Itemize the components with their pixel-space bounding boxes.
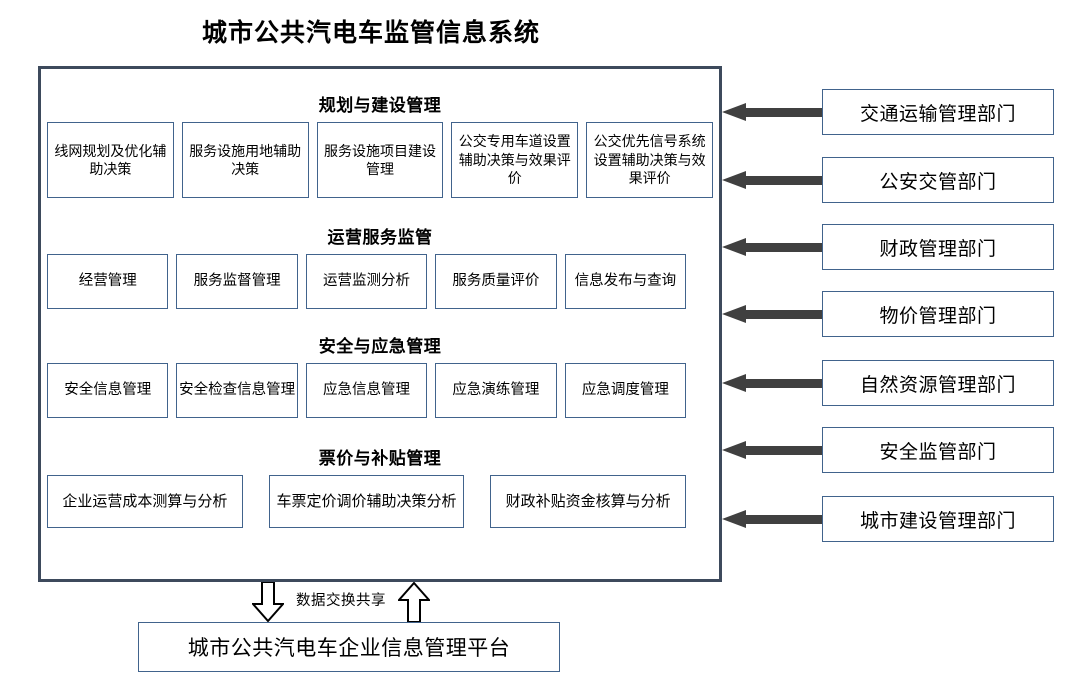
up-block-arrow-icon: [396, 581, 432, 623]
module-row: 线网规划及优化辅助决策 服务设施用地辅助决策 服务设施项目建设管理 公交专用车道…: [41, 122, 719, 198]
section-title: 规划与建设管理: [318, 96, 442, 115]
department-box[interactable]: 财政管理部门: [822, 224, 1054, 270]
arrow-shaft: [744, 176, 822, 185]
arrow-head: [722, 103, 746, 121]
left-arrow-icon: [722, 103, 822, 121]
down-block-arrow-icon: [250, 581, 286, 623]
module-box[interactable]: 应急演练管理: [435, 363, 557, 418]
section-title: 运营服务监管: [327, 228, 433, 247]
department-box[interactable]: 公安交管部门: [822, 157, 1054, 203]
module-box[interactable]: 企业运营成本测算与分析: [47, 475, 243, 528]
left-arrow-icon: [722, 171, 822, 189]
module-box[interactable]: 服务设施用地辅助决策: [181, 122, 309, 198]
module-box[interactable]: 财政补贴资金核算与分析: [490, 475, 687, 528]
left-arrow-icon: [722, 305, 822, 323]
left-arrow-icon: [722, 374, 822, 392]
arrow-shaft: [744, 243, 822, 252]
module-box[interactable]: 公交专用车道设置辅助决策与效果评价: [451, 122, 579, 198]
module-box[interactable]: 服务质量评价: [435, 254, 557, 309]
module-box[interactable]: 信息发布与查询: [564, 254, 687, 309]
section-title: 票价与补贴管理: [318, 449, 442, 468]
module-row: 安全信息管理 安全检查信息管理 应急信息管理 应急演练管理 应急调度管理: [41, 363, 692, 418]
left-arrow-icon: [722, 441, 822, 459]
arrow-head: [722, 305, 746, 323]
left-arrow-icon: [722, 238, 822, 256]
section-fare-subsidy: 票价与补贴管理 企业运营成本测算与分析 车票定价调价辅助决策分析 财政补贴资金核…: [41, 448, 719, 528]
arrow-shaft: [744, 108, 822, 117]
module-box[interactable]: 公交优先信号系统设置辅助决策与效果评价: [586, 122, 713, 198]
module-box[interactable]: 安全信息管理: [47, 363, 169, 418]
enterprise-platform-box[interactable]: 城市公共汽电车企业信息管理平台: [138, 622, 560, 672]
module-box[interactable]: 经营管理: [47, 254, 169, 309]
arrow-head: [722, 510, 746, 528]
module-box[interactable]: 服务监督管理: [176, 254, 298, 309]
module-box[interactable]: 应急信息管理: [305, 363, 428, 418]
arrow-head: [722, 238, 746, 256]
arrow-shaft: [744, 310, 822, 319]
module-box[interactable]: 车票定价调价辅助决策分析: [268, 475, 465, 528]
arrow-shaft: [744, 446, 822, 455]
department-box[interactable]: 自然资源管理部门: [822, 360, 1054, 406]
module-row: 经营管理 服务监督管理 运营监测分析 服务质量评价 信息发布与查询: [41, 254, 692, 309]
module-box[interactable]: 线网规划及优化辅助决策: [47, 122, 174, 198]
arrow-head: [722, 374, 746, 392]
department-box[interactable]: 城市建设管理部门: [822, 496, 1054, 542]
module-box[interactable]: 服务设施项目建设管理: [316, 122, 444, 198]
department-box[interactable]: 安全监管部门: [822, 427, 1054, 473]
arrow-head: [722, 171, 746, 189]
left-arrow-icon: [722, 510, 822, 528]
arrow-head: [722, 441, 746, 459]
section-safety-emergency: 安全与应急管理 安全信息管理 安全检查信息管理 应急信息管理 应急演练管理 应急…: [41, 336, 719, 418]
department-box[interactable]: 物价管理部门: [822, 291, 1054, 337]
arrow-shaft: [744, 515, 822, 524]
department-box[interactable]: 交通运输管理部门: [822, 89, 1054, 135]
section-operation-service: 运营服务监管 经营管理 服务监督管理 运营监测分析 服务质量评价 信息发布与查询: [41, 227, 719, 309]
section-title: 安全与应急管理: [318, 337, 442, 356]
data-exchange-label: 数据交换共享: [296, 593, 386, 609]
system-frame: 规划与建设管理 线网规划及优化辅助决策 服务设施用地辅助决策 服务设施项目建设管…: [38, 66, 722, 582]
module-box[interactable]: 安全检查信息管理: [176, 363, 298, 418]
module-box[interactable]: 应急调度管理: [564, 363, 687, 418]
module-row: 企业运营成本测算与分析 车票定价调价辅助决策分析 财政补贴资金核算与分析: [41, 475, 692, 528]
section-planning-construction: 规划与建设管理 线网规划及优化辅助决策 服务设施用地辅助决策 服务设施项目建设管…: [41, 95, 719, 198]
arrow-shaft: [744, 379, 822, 388]
page-title: 城市公共汽电车监管信息系统: [201, 19, 540, 47]
module-box[interactable]: 运营监测分析: [305, 254, 428, 309]
